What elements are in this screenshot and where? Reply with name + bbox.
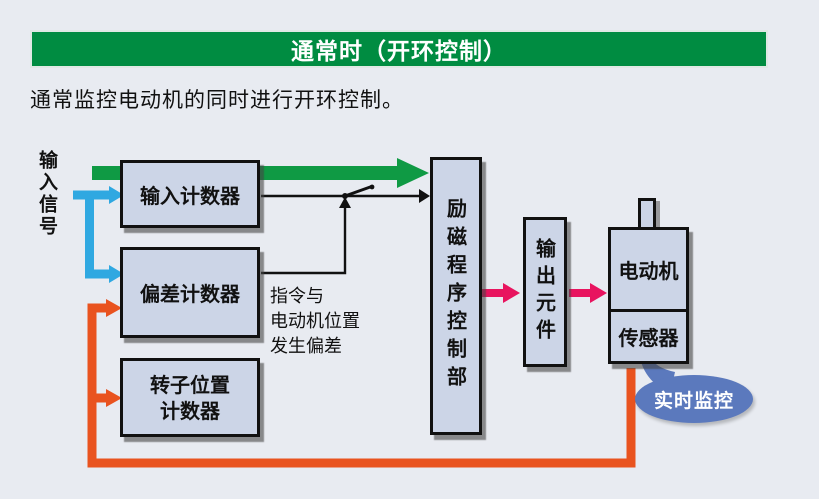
sensor-section: 传感器 bbox=[611, 312, 686, 361]
orange-feedback-path bbox=[87, 303, 636, 468]
input-counter-label: 输入计数器 bbox=[140, 183, 240, 208]
motor-section: 电动机 bbox=[611, 230, 686, 312]
excitation-controller-label: 励磁程序控制部 bbox=[443, 198, 468, 394]
block-deviation-counter: 偏差计数器 bbox=[120, 247, 260, 338]
annotation-line-3: 发生偏差 bbox=[270, 336, 342, 357]
deviation-counter-label: 偏差计数器 bbox=[140, 282, 240, 306]
annotation-line-1: 指令与 bbox=[270, 286, 324, 307]
green-command-arrow-icon bbox=[92, 158, 429, 188]
blue-arrowhead-top-icon bbox=[109, 186, 124, 204]
description-text: 通常监控电动机的同时进行开环控制。 bbox=[30, 88, 404, 112]
command-arrowhead-icon bbox=[419, 189, 430, 203]
realtime-monitoring-label: 实时监控 bbox=[653, 389, 734, 412]
block-input-counter: 输入计数器 bbox=[120, 160, 260, 228]
rotor-counter-label-line2: 计数器 bbox=[160, 398, 220, 423]
switch-blade-dot bbox=[369, 184, 375, 190]
switch-pivot-dot bbox=[342, 193, 348, 199]
blue-input-line-branch bbox=[85, 195, 109, 279]
blue-arrowhead-bottom-icon bbox=[109, 265, 124, 283]
output-element-label: 输出元件 bbox=[532, 238, 557, 346]
block-output-element: 输出元件 bbox=[523, 217, 567, 367]
switch-blade bbox=[344, 184, 374, 198]
deviation-wire bbox=[261, 206, 347, 275]
deviation-annotation: 指令与 电动机位置 发生偏差 bbox=[270, 284, 360, 359]
rotor-counter-label-line1: 转子位置 bbox=[150, 372, 230, 397]
pink-drive-arrow-2-icon bbox=[569, 283, 607, 303]
block-excitation-program-controller: 励磁程序控制部 bbox=[430, 157, 482, 435]
realtime-monitoring-bubble: 实时监控 bbox=[635, 375, 753, 423]
pink-drive-arrow-1-icon bbox=[482, 283, 520, 303]
orange-arrowhead-bottom-icon bbox=[106, 389, 122, 407]
deviation-arrowhead-icon bbox=[339, 197, 351, 208]
motor-label: 电动机 bbox=[618, 259, 679, 283]
block-motor-sensor-unit: 电动机 传感器 bbox=[608, 227, 689, 364]
section-header: 通常时（开环控制） bbox=[30, 30, 768, 68]
orange-arrowhead-top-icon bbox=[106, 299, 122, 317]
input-signal-label: 输入信号 bbox=[36, 150, 58, 238]
sensor-label: 传感器 bbox=[618, 326, 679, 350]
block-rotor-position-counter: 转子位置 计数器 bbox=[120, 358, 260, 437]
annotation-line-2: 电动机位置 bbox=[270, 311, 360, 332]
section-title: 通常时（开环控制） bbox=[291, 39, 507, 65]
